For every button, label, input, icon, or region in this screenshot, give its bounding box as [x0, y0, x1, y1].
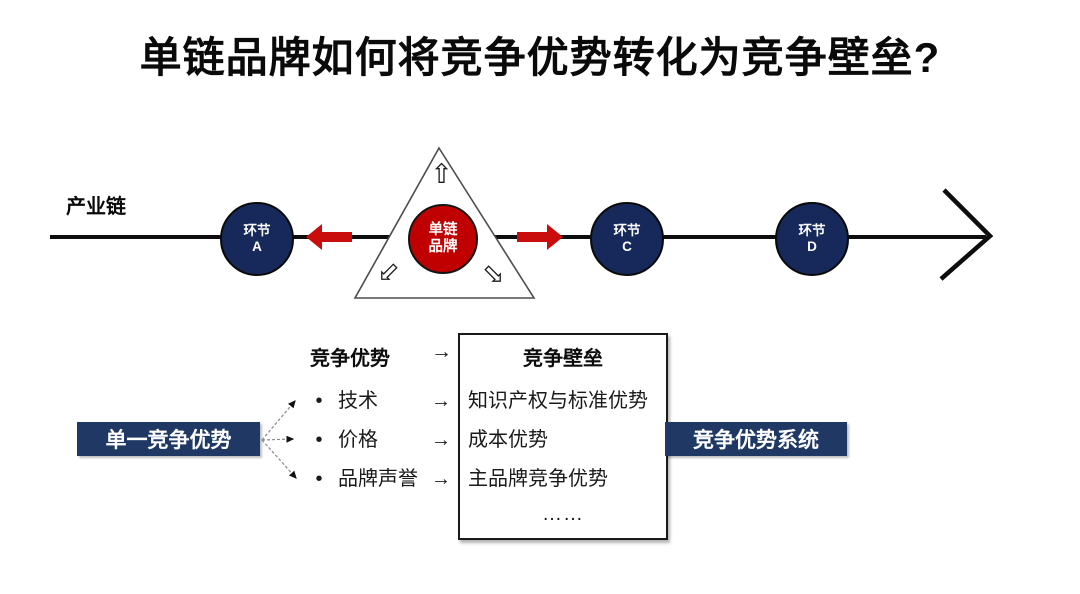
brand-node-line1: 单链 — [428, 222, 458, 239]
chain-node-c-line1: 环节 — [613, 223, 641, 239]
advantage-item-tech: 技术 — [338, 390, 378, 412]
advantage-item-price: 价格 — [338, 429, 378, 451]
row-arrow-icon: → — [431, 390, 451, 412]
fan-connector — [261, 400, 297, 479]
barrier-item-ip: 知识产权与标准优势 — [468, 390, 648, 412]
chain-node-d-line2: D — [807, 239, 817, 254]
row-arrow-icon: → — [431, 429, 451, 451]
brand-node: 单链 品牌 — [408, 204, 478, 274]
slide-title: 单链品牌如何将竞争优势转化为竞争壁垒? — [139, 34, 941, 81]
chain-node-d: 环节 D — [775, 202, 849, 276]
red-arrow-left-icon — [306, 224, 352, 250]
red-arrow-right-icon — [517, 224, 563, 250]
barrier-item-masterbrand: 主品牌竞争优势 — [468, 468, 608, 490]
chain-node-c-line2: C — [622, 239, 632, 254]
chain-node-a-line2: A — [252, 239, 262, 254]
hollow-arrow-up-icon: ⇧ — [430, 159, 453, 189]
bullet-icon: • — [315, 390, 323, 412]
header-arrow-icon: → — [431, 340, 452, 363]
advantage-item-reputation: 品牌声誉 — [338, 468, 418, 490]
chain-node-a-line1: 环节 — [243, 223, 271, 239]
brand-node-line2: 品牌 — [428, 239, 458, 255]
chain-arrowhead-icon — [939, 188, 994, 281]
bullet-icon: • — [315, 429, 323, 451]
barrier-box — [458, 333, 668, 540]
chain-node-c: 环节 C — [590, 202, 664, 276]
ellipsis-text: …… — [542, 503, 584, 525]
single-advantage-tag: 单一竞争优势 — [77, 422, 260, 456]
advantage-header: 竞争优势 — [310, 348, 390, 370]
bullet-icon: • — [315, 468, 323, 490]
row-arrow-icon: → — [431, 468, 451, 490]
barrier-item-cost: 成本优势 — [468, 429, 548, 451]
chain-node-d-line1: 环节 — [798, 223, 826, 239]
chain-node-a: 环节 A — [220, 202, 294, 276]
advantage-system-tag: 竞争优势系统 — [665, 422, 847, 456]
industry-chain-label: 产业链 — [66, 196, 126, 218]
barrier-header: 竞争壁垒 — [523, 348, 603, 370]
